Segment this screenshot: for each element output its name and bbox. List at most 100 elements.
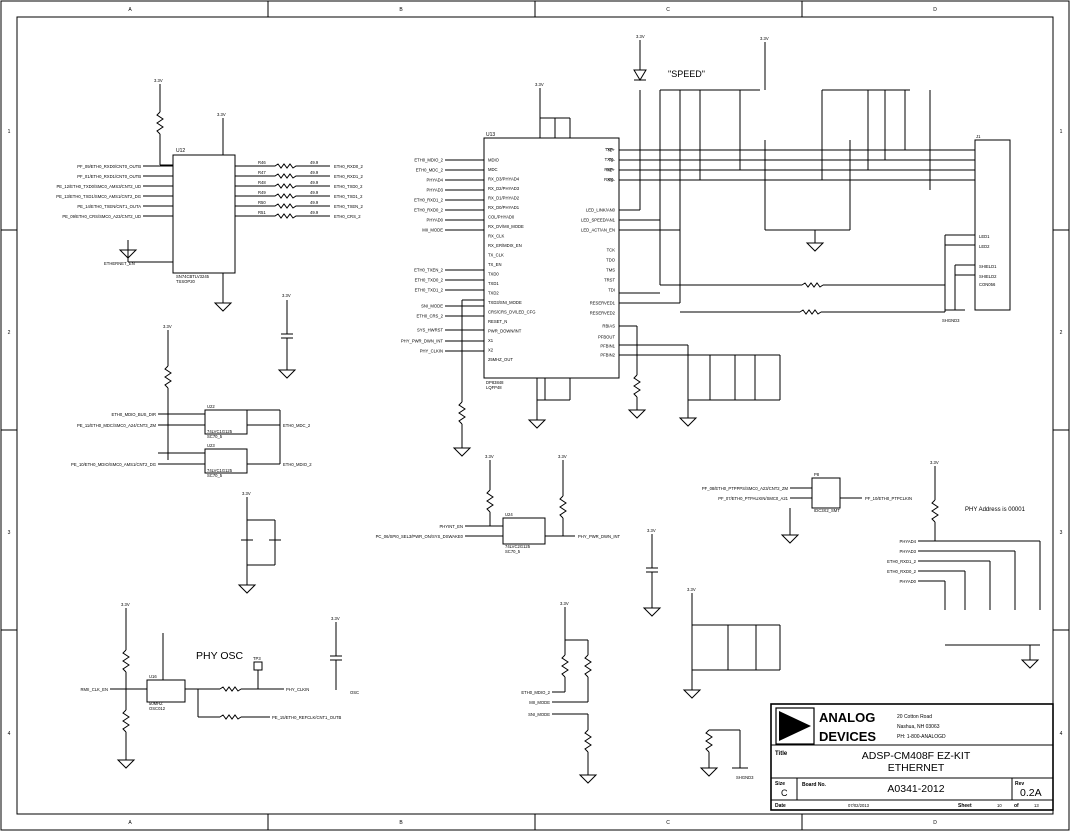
row-label-right-3: 3 [1060,530,1063,536]
u13-part: DP83848 [486,380,504,385]
u13-left-net: PHY_CLKIN [420,349,443,354]
pc06-net: PC_06/SPI0_SEL3/PWR_ON/SYS_DSWAKE0 [376,534,464,539]
company-line1: ANALOG [819,710,875,725]
speed-label: "SPEED" [668,69,705,79]
refclk-net: PE_15/ETH0_REFCLK/CNT1_OUTB [272,715,342,720]
u23-package: SC70_5 [207,473,223,478]
col-label-top-c: C [666,7,670,13]
u23-body [204,448,248,474]
j1-part: CON056 [979,282,996,287]
u13-right-pin: LED_ACT/AN_EN [581,228,615,233]
osc-3v3: 3.3V [121,602,130,607]
u13-left-net: ETH0_MDC_2 [416,168,444,173]
lower-caps-3v3: 3.3V [687,587,696,592]
c71-decoupling: 3.3V [642,528,662,617]
company-line2: DEVICES [819,729,876,744]
u13-package: LQFP48 [486,385,502,390]
u13-right-pin: TD+ [607,148,616,153]
u12-net-left-4: PE_13/ETH0_TXD1/SMC0_AMS1/CNT2_DG [56,194,141,199]
j1-pin-led2: LED2 [979,244,990,249]
tp3-refdes: TP3 [253,656,261,661]
u13-left-pin: MDC [488,167,498,172]
u12-net-left-1: PF_09/ETH0_RXD0/CNT0_OUTB [77,164,141,169]
u13-right-pin: LED_LINK/AN0 [586,208,616,213]
u13-right-pin: TMS [606,268,615,273]
date-value: 07/02/2013 [848,803,870,808]
u13-body [483,137,620,379]
phy-address-note: PHY Address is 00001 [965,507,1026,513]
u12-body [172,154,236,274]
phy-pwr-net: PHY_PWR_DWN_INT [578,534,621,539]
u13-left-pin: RX_D1/PHYAD2 [488,196,520,201]
u13-left-net: SYS_HWRST [417,328,444,333]
u12-net-right-5: ETH0_TXEN_2 [334,204,364,209]
address-phone: PH: 1-800-ANALOGD [897,734,946,740]
rev-label: Rev [1015,781,1024,787]
tx-plus-label: TXP [605,147,613,152]
u24-3v3-a: 3.3V [485,454,494,459]
u24-pwr-buffer: U24 74LVC2G125 SC70_5 3.3V 3.3V PHYINT_E… [376,454,621,554]
strap-net-4: ETH0_RXD0_2 [887,569,917,574]
u12-part: SN74CBTLV3245 [176,274,210,279]
tx-minus-label: TXN [605,157,613,162]
mdc-source-net: PE_11/ETH0_MDC/SMC0_A24/CNT3_ZM [77,423,157,428]
u12-net-left-2: PF_01/ETH0_RXD1/CNT0_OUTB [77,174,141,179]
led-speed-icon [633,69,647,81]
border-column-labels: A B C D A B C D [128,7,937,826]
phyint-en-net: PHYINT_EN [439,524,463,529]
u24-body [502,517,546,545]
mdio-dir-net: ETH0_MDIO_BUS_DIR [112,412,156,417]
mdio-out-net: ETH0_MDIO_2 [283,462,312,467]
u13-right-pin: LED_SPEED/AN1 [581,218,616,223]
phy-address-straps: PHY Address is 00001 3.3V PHYAD4 PHYAD3 … [887,460,1041,669]
rx-minus-label: RXN [604,177,613,182]
tp3-testpoint [253,661,263,671]
osc-label: OSC [350,690,359,695]
u13-right-pin: TD- [608,158,616,163]
strap-3v3: 3.3V [930,460,939,465]
r97-shield-ground: SHGND3 [699,729,754,780]
u13-left-pin: MDIO [488,158,500,163]
u13-left-pin: CRS/CRS_DV/LED_CFG [488,310,535,315]
u23-refdes: U23 [207,443,215,448]
u13-left-net: ETH0_CRS_2 [416,314,443,319]
u12-net-right-4: ETH0_TXD1_2 [334,194,363,199]
u13-left-net: ETH0_RXD1_2 [414,198,444,203]
strap-net-3: ETH0_RXD1_2 [887,559,917,564]
res-label: R49 [258,190,266,195]
j1-refdes: J1 [976,134,981,139]
col-label-top-b: B [399,7,403,13]
misc-net-1: ETH0_MDIO_2 [521,690,550,695]
mdio-pullups: 3.3V ETH0_MDIO_2 MII_MODE SNI_MODE [521,601,598,784]
u13-left-net: PHYAD4 [427,178,444,183]
u12-enable-net: ETHERNET_EN [104,261,135,266]
u13-right-pin: PFBOUT [598,335,615,340]
resistor-symbol [156,111,164,135]
u13-right-pin: TDO [606,258,616,263]
col-label-bottom-b: B [399,820,403,826]
u12-net-right-2: ETH0_RXD1_2 [334,174,364,179]
u13-left-net: ETH0_TXD1_2 [415,288,444,293]
adi-logo-frame [775,707,815,745]
u13-right-pin: PFBIN1 [600,344,615,349]
lower-decoupling-caps: 3.3V [682,587,781,699]
u13-left-pin: PWR_DOWN/INT [488,329,522,334]
u12-net-left-5: PE_14/ETH0_TXEN/CNT1_OUTA [77,204,141,209]
size-value: C [781,788,788,798]
u13-left-net-labels: ETH0_MDIO_2ETH0_MDC_2PHYAD4PHYAD3ETH0_RX… [401,158,484,354]
u13-left-pin: TXD0 [488,272,499,277]
title-line2: ETHERNET [888,762,945,774]
res-label: R51 [258,210,266,215]
row-label-left-2: 2 [8,330,11,336]
p8-net-a: PF_08/ETH0_PTPPPS/SMC0_A23/CNT2_ZM [702,486,789,491]
u12-bus-switch: U12 SN74CBTLV3245 TSSOP20 3.3V 3.3V ETHE… [104,78,236,312]
u12-net-left-6: PE_09/ETH0_CRS/SMC0_A23/CNT2_UD [62,214,141,219]
u13-left-pin: TXD2 [488,291,499,296]
p8-net-b: PF_07/ETH0_PTPAUXIN/SMC0_A21 [718,496,788,501]
u13-right-pin: RESERVED2 [590,311,616,316]
c74-3v3: 3.3V [242,491,251,496]
u16-oscillator [146,679,186,703]
j1-pin-led1: LED1 [979,234,990,239]
u13-right-pin: PFBIN2 [600,353,615,358]
title-label: Title [775,751,788,757]
